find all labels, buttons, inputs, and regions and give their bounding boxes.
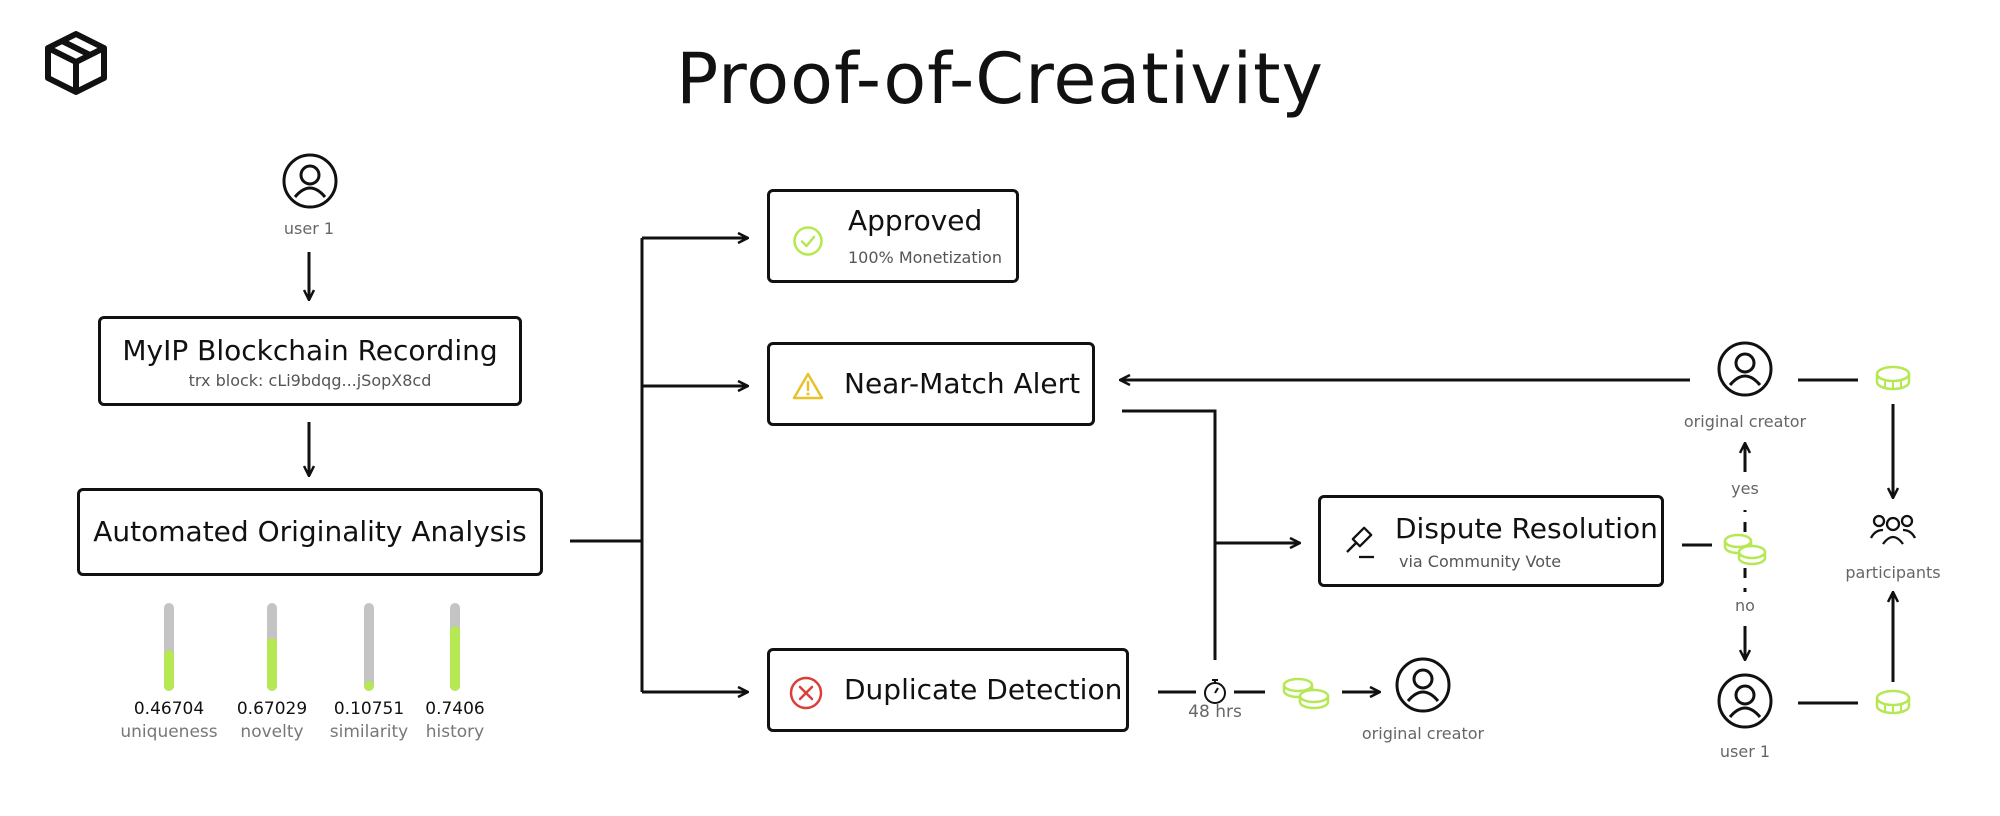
- near-match-box: Near-Match Alert: [767, 342, 1095, 426]
- metric-bar: [364, 603, 374, 691]
- original-creator-icon: [1395, 657, 1451, 713]
- approved-title: Approved: [848, 204, 983, 237]
- metric-bar-fill: [164, 649, 174, 691]
- metric-value: 0.67029: [236, 699, 308, 719]
- dispute-sub: via Community Vote: [1399, 552, 1562, 571]
- coins-icon: [1282, 677, 1330, 710]
- metric-bar: [164, 603, 174, 691]
- participants-icon: [1869, 514, 1917, 545]
- recording-title: MyIP Blockchain Recording: [122, 334, 498, 367]
- recording-sub: trx block: cLi9bdqg...jSopX8cd: [188, 371, 432, 390]
- dispute-box: Dispute Resolution via Community Vote: [1318, 495, 1664, 587]
- dispute-title: Dispute Resolution: [1395, 512, 1658, 545]
- original-creator-icon: [1717, 341, 1773, 397]
- coin-icon: [1875, 689, 1911, 715]
- coin-icon: [1875, 365, 1911, 391]
- stopwatch-icon: [1204, 679, 1226, 704]
- original-creator-bottom-label: original creator: [1361, 724, 1485, 743]
- metric-bar: [450, 603, 460, 691]
- near-match-title: Near-Match Alert: [844, 367, 1081, 400]
- user-icon: [1717, 673, 1773, 729]
- metric-bar: [267, 603, 277, 691]
- check-circle-icon: [793, 226, 823, 256]
- metric-bar-fill: [267, 638, 277, 691]
- metric-label: novelty: [240, 722, 304, 742]
- metric-bar-fill: [364, 681, 374, 691]
- participants-label: participants: [1845, 563, 1941, 582]
- user-icon: [282, 153, 338, 209]
- duplicate-title: Duplicate Detection: [844, 673, 1123, 706]
- metric-label: similarity: [329, 722, 409, 742]
- user-top-label: user 1: [283, 219, 335, 238]
- analysis-title: Automated Originality Analysis: [93, 515, 527, 548]
- cube-logo-icon: [45, 31, 107, 95]
- metric-value: 0.10751: [333, 699, 405, 719]
- metric-value: 0.46704: [133, 699, 205, 719]
- metric-value: 0.7406: [425, 699, 485, 719]
- original-creator-top-label: original creator: [1683, 412, 1807, 431]
- line-near-match-down: [1122, 409, 1217, 660]
- metric-label: history: [425, 722, 485, 742]
- coins-icon: [1723, 533, 1767, 566]
- no-label: no: [1735, 596, 1755, 615]
- gavel-icon: [1346, 526, 1374, 559]
- user-bottom-label: user 1: [1719, 742, 1771, 761]
- duplicate-box: Duplicate Detection: [767, 648, 1129, 732]
- recording-box: MyIP Blockchain Recording trx block: cLi…: [98, 316, 522, 406]
- analysis-box: Automated Originality Analysis: [77, 488, 543, 576]
- approved-box: Approved 100% Monetization: [767, 189, 1019, 283]
- warning-icon: [792, 372, 824, 400]
- timer-label: 48 hrs: [1188, 702, 1242, 722]
- yes-label: yes: [1731, 479, 1759, 498]
- approved-sub: 100% Monetization: [848, 248, 1002, 267]
- metric-label: uniqueness: [120, 722, 218, 742]
- page-title: Proof-of-Creativity: [676, 38, 1324, 120]
- metric-bar-fill: [450, 625, 460, 691]
- error-circle-icon: [789, 676, 823, 710]
